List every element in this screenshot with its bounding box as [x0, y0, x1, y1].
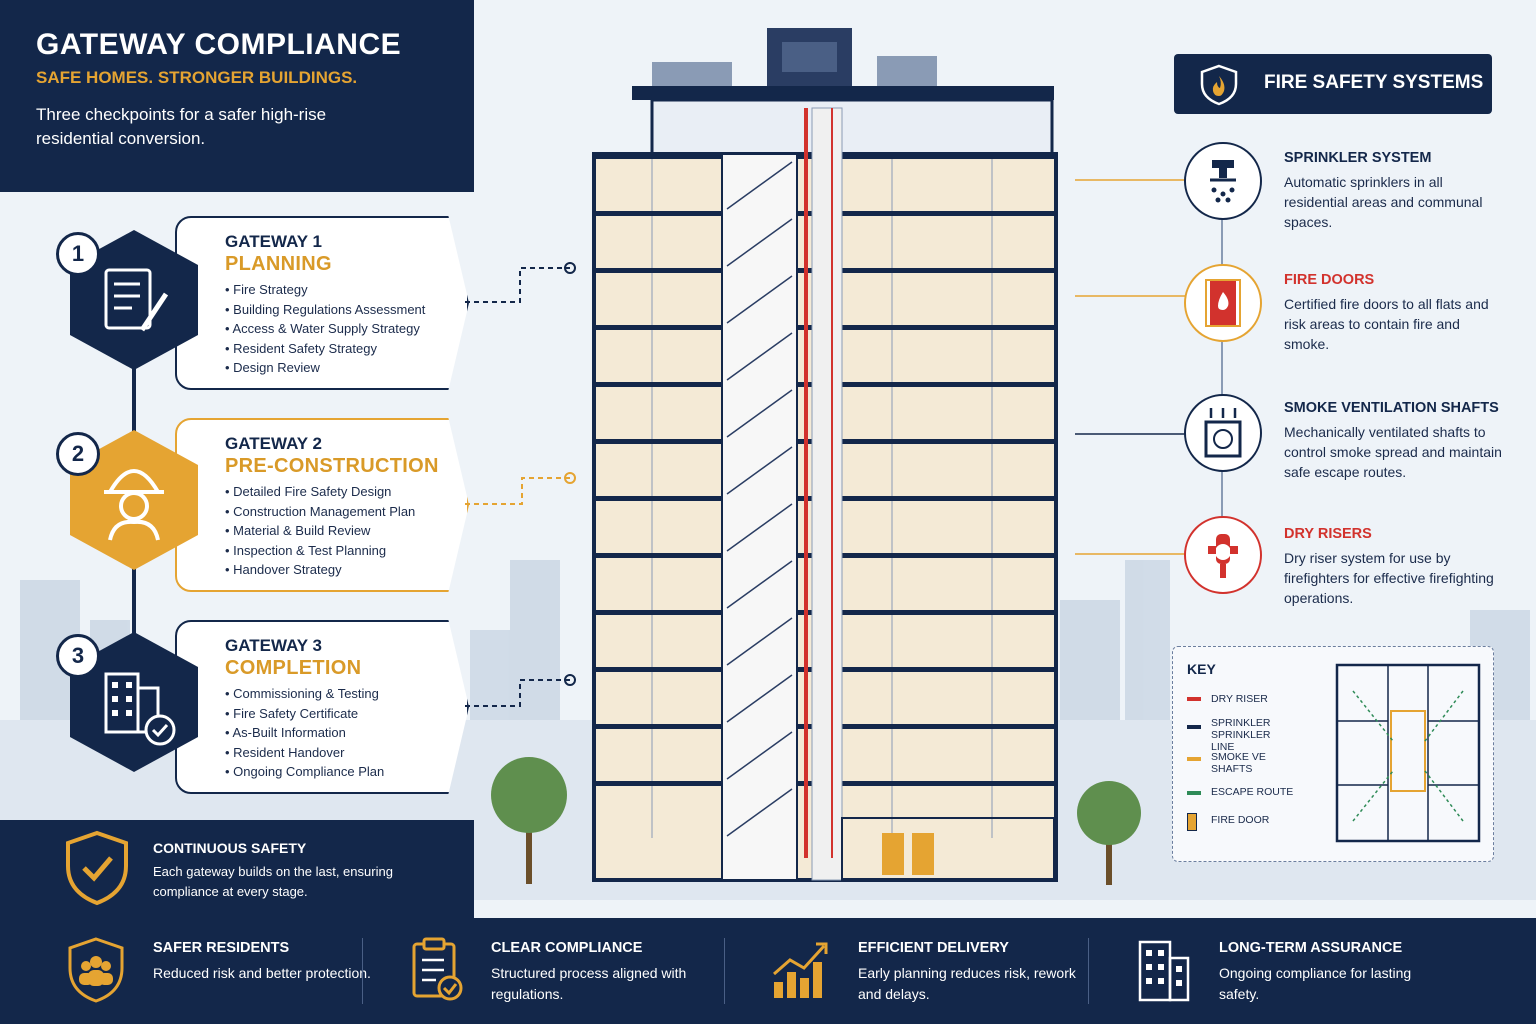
benefit-text: Structured process aligned with regulati… [491, 965, 687, 1002]
list-item: Material & Build Review [225, 521, 415, 541]
list-item: Access & Water Supply Strategy [225, 319, 425, 339]
benefit-long-term-assurance: LONG-TERM ASSURANCE Ongoing compliance f… [1088, 918, 1536, 1024]
key-label: ESCAPE ROUTE [1211, 786, 1294, 798]
gateway-2-title: GATEWAY 2 [225, 434, 322, 453]
system-connectors [1075, 179, 1185, 555]
residents-shield-icon [68, 937, 124, 1003]
divider [362, 938, 363, 1004]
gateway-2-card: GATEWAY 2 PRE-CONSTRUCTION Detailed Fire… [175, 418, 469, 592]
gateway-3-name: COMPLETION [225, 657, 362, 679]
key-legend: KEY DRY RISER SPRINKLER SPRINKLER LINE S… [1172, 646, 1494, 862]
gateway-3-card: GATEWAY 3 COMPLETION Commissioning & Tes… [175, 620, 469, 794]
list-item: Inspection & Test Planning [225, 541, 415, 561]
dry-riser-icon [1184, 516, 1262, 594]
list-item: Commissioning & Testing [225, 684, 384, 704]
tree-left [491, 757, 567, 884]
tree-right [1077, 781, 1141, 885]
system-fire-doors: FIRE DOORS Certified fire doors to all f… [1284, 272, 1504, 354]
system-title: SMOKE VENTILATION SHAFTS [1284, 400, 1499, 416]
fire-door-icon [1184, 264, 1262, 342]
key-swatch [1187, 757, 1201, 761]
building-icon [1138, 940, 1190, 1002]
hard-hat-worker-icon [104, 469, 164, 541]
gateway-1-title: GATEWAY 1 [225, 232, 322, 251]
list-item: Resident Handover [225, 743, 384, 763]
floor-plan-diagram [1335, 663, 1481, 843]
list-item: Construction Management Plan [225, 502, 415, 522]
gateway-1-card: GATEWAY 1 PLANNING Fire Strategy Buildin… [175, 216, 469, 390]
list-item: Detailed Fire Safety Design [225, 482, 415, 502]
system-dry-risers: DRY RISERS Dry riser system for use by f… [1284, 526, 1504, 608]
continuous-title: CONTINUOUS SAFETY [153, 840, 307, 856]
benefit-title: LONG-TERM ASSURANCE [1219, 940, 1403, 956]
divider [1088, 938, 1089, 1004]
key-label: SMOKE VE SHAFTS [1211, 751, 1266, 775]
fire-safety-title: FIRE SAFETY SYSTEMS [1264, 72, 1484, 93]
system-text: Automatic sprinklers in all residential … [1284, 174, 1483, 230]
system-title: FIRE DOORS [1284, 272, 1375, 288]
gateway-3-title: GATEWAY 3 [225, 636, 322, 655]
gateway-2-name: PRE-CONSTRUCTION [225, 455, 439, 477]
key-label: DRY RISER [1211, 693, 1268, 705]
building-check-icon [104, 672, 176, 746]
benefit-safer-residents: SAFER RESIDENTS Reduced risk and better … [0, 918, 371, 1024]
benefit-title: SAFER RESIDENTS [153, 940, 290, 956]
system-text: Certified fire doors to all flats and ri… [1284, 296, 1489, 352]
key-swatch [1187, 697, 1201, 701]
list-item: Design Review [225, 358, 425, 378]
key-label: FIRE DOOR [1211, 814, 1270, 826]
key-swatch [1187, 791, 1201, 795]
system-vertical-line [1221, 180, 1223, 580]
gateway-connectors [465, 262, 576, 707]
shield-check-icon [66, 830, 128, 906]
system-smoke-vent: SMOKE VENTILATION SHAFTS Mechanically ve… [1284, 400, 1504, 482]
key-label: SPRINKLER SPRINKLER LINE [1211, 717, 1271, 753]
list-item: As-Built Information [225, 723, 384, 743]
system-text: Dry riser system for use by firefighters… [1284, 550, 1494, 606]
clipboard-check-icon [412, 937, 463, 1001]
document-pen-icon [104, 268, 169, 332]
benefit-title: CLEAR COMPLIANCE [491, 940, 643, 956]
benefit-clear-compliance: CLEAR COMPLIANCE Structured process alig… [362, 918, 722, 1024]
benefit-text: Reduced risk and better protection. [153, 965, 371, 981]
list-item: Fire Strategy [225, 280, 425, 300]
system-title: SPRINKLER SYSTEM [1284, 150, 1432, 166]
key-swatch [1187, 813, 1197, 831]
growth-chart-icon [773, 942, 828, 998]
list-item: Building Regulations Assessment [225, 300, 425, 320]
key-swatch [1187, 725, 1201, 729]
gateway-2-list: Detailed Fire Safety Design Construction… [225, 482, 415, 580]
smoke-vent-icon [1184, 394, 1262, 472]
list-item: Ongoing Compliance Plan [225, 762, 384, 782]
fire-safety-header: FIRE SAFETY SYSTEMS [1174, 54, 1492, 114]
gateway-3-list: Commissioning & Testing Fire Safety Cert… [225, 684, 384, 782]
list-item: Fire Safety Certificate [225, 704, 384, 724]
list-item: Resident Safety Strategy [225, 339, 425, 359]
benefit-efficient-delivery: EFFICIENT DELIVERY Early planning reduce… [724, 918, 1088, 1024]
tagline: SAFE HOMES. STRONGER BUILDINGS. [36, 68, 358, 87]
fire-shield-icon [1200, 64, 1238, 106]
benefit-title: EFFICIENT DELIVERY [858, 940, 1009, 956]
continuous-safety-panel: CONTINUOUS SAFETY Each gateway builds on… [0, 820, 474, 918]
gateway-1-number: 1 [56, 232, 100, 276]
system-sprinkler: SPRINKLER SYSTEM Automatic sprinklers in… [1284, 150, 1504, 232]
gateway-2-number: 2 [56, 432, 100, 476]
page-title: GATEWAY COMPLIANCE [36, 28, 402, 61]
benefits-footer: SAFER RESIDENTS Reduced risk and better … [0, 918, 1536, 1024]
system-title: DRY RISERS [1284, 526, 1372, 542]
sprinkler-icon [1184, 142, 1262, 220]
building-cross-section [592, 28, 1058, 882]
gateway-1-list: Fire Strategy Building Regulations Asses… [225, 280, 425, 378]
continuous-text: Each gateway builds on the last, ensurin… [153, 864, 393, 899]
divider [724, 938, 725, 1004]
gateway-3-number: 3 [56, 634, 100, 678]
gateway-1-name: PLANNING [225, 253, 332, 275]
benefit-text: Ongoing compliance for lasting safety. [1219, 965, 1412, 1002]
key-title: KEY [1187, 661, 1216, 677]
intro-text: Three checkpoints for a safer high-rise … [36, 105, 327, 148]
system-text: Mechanically ventilated shafts to contro… [1284, 424, 1502, 480]
header-panel: GATEWAY COMPLIANCE SAFE HOMES. STRONGER … [0, 0, 474, 192]
benefit-text: Early planning reduces risk, rework and … [858, 965, 1076, 1002]
list-item: Handover Strategy [225, 560, 415, 580]
